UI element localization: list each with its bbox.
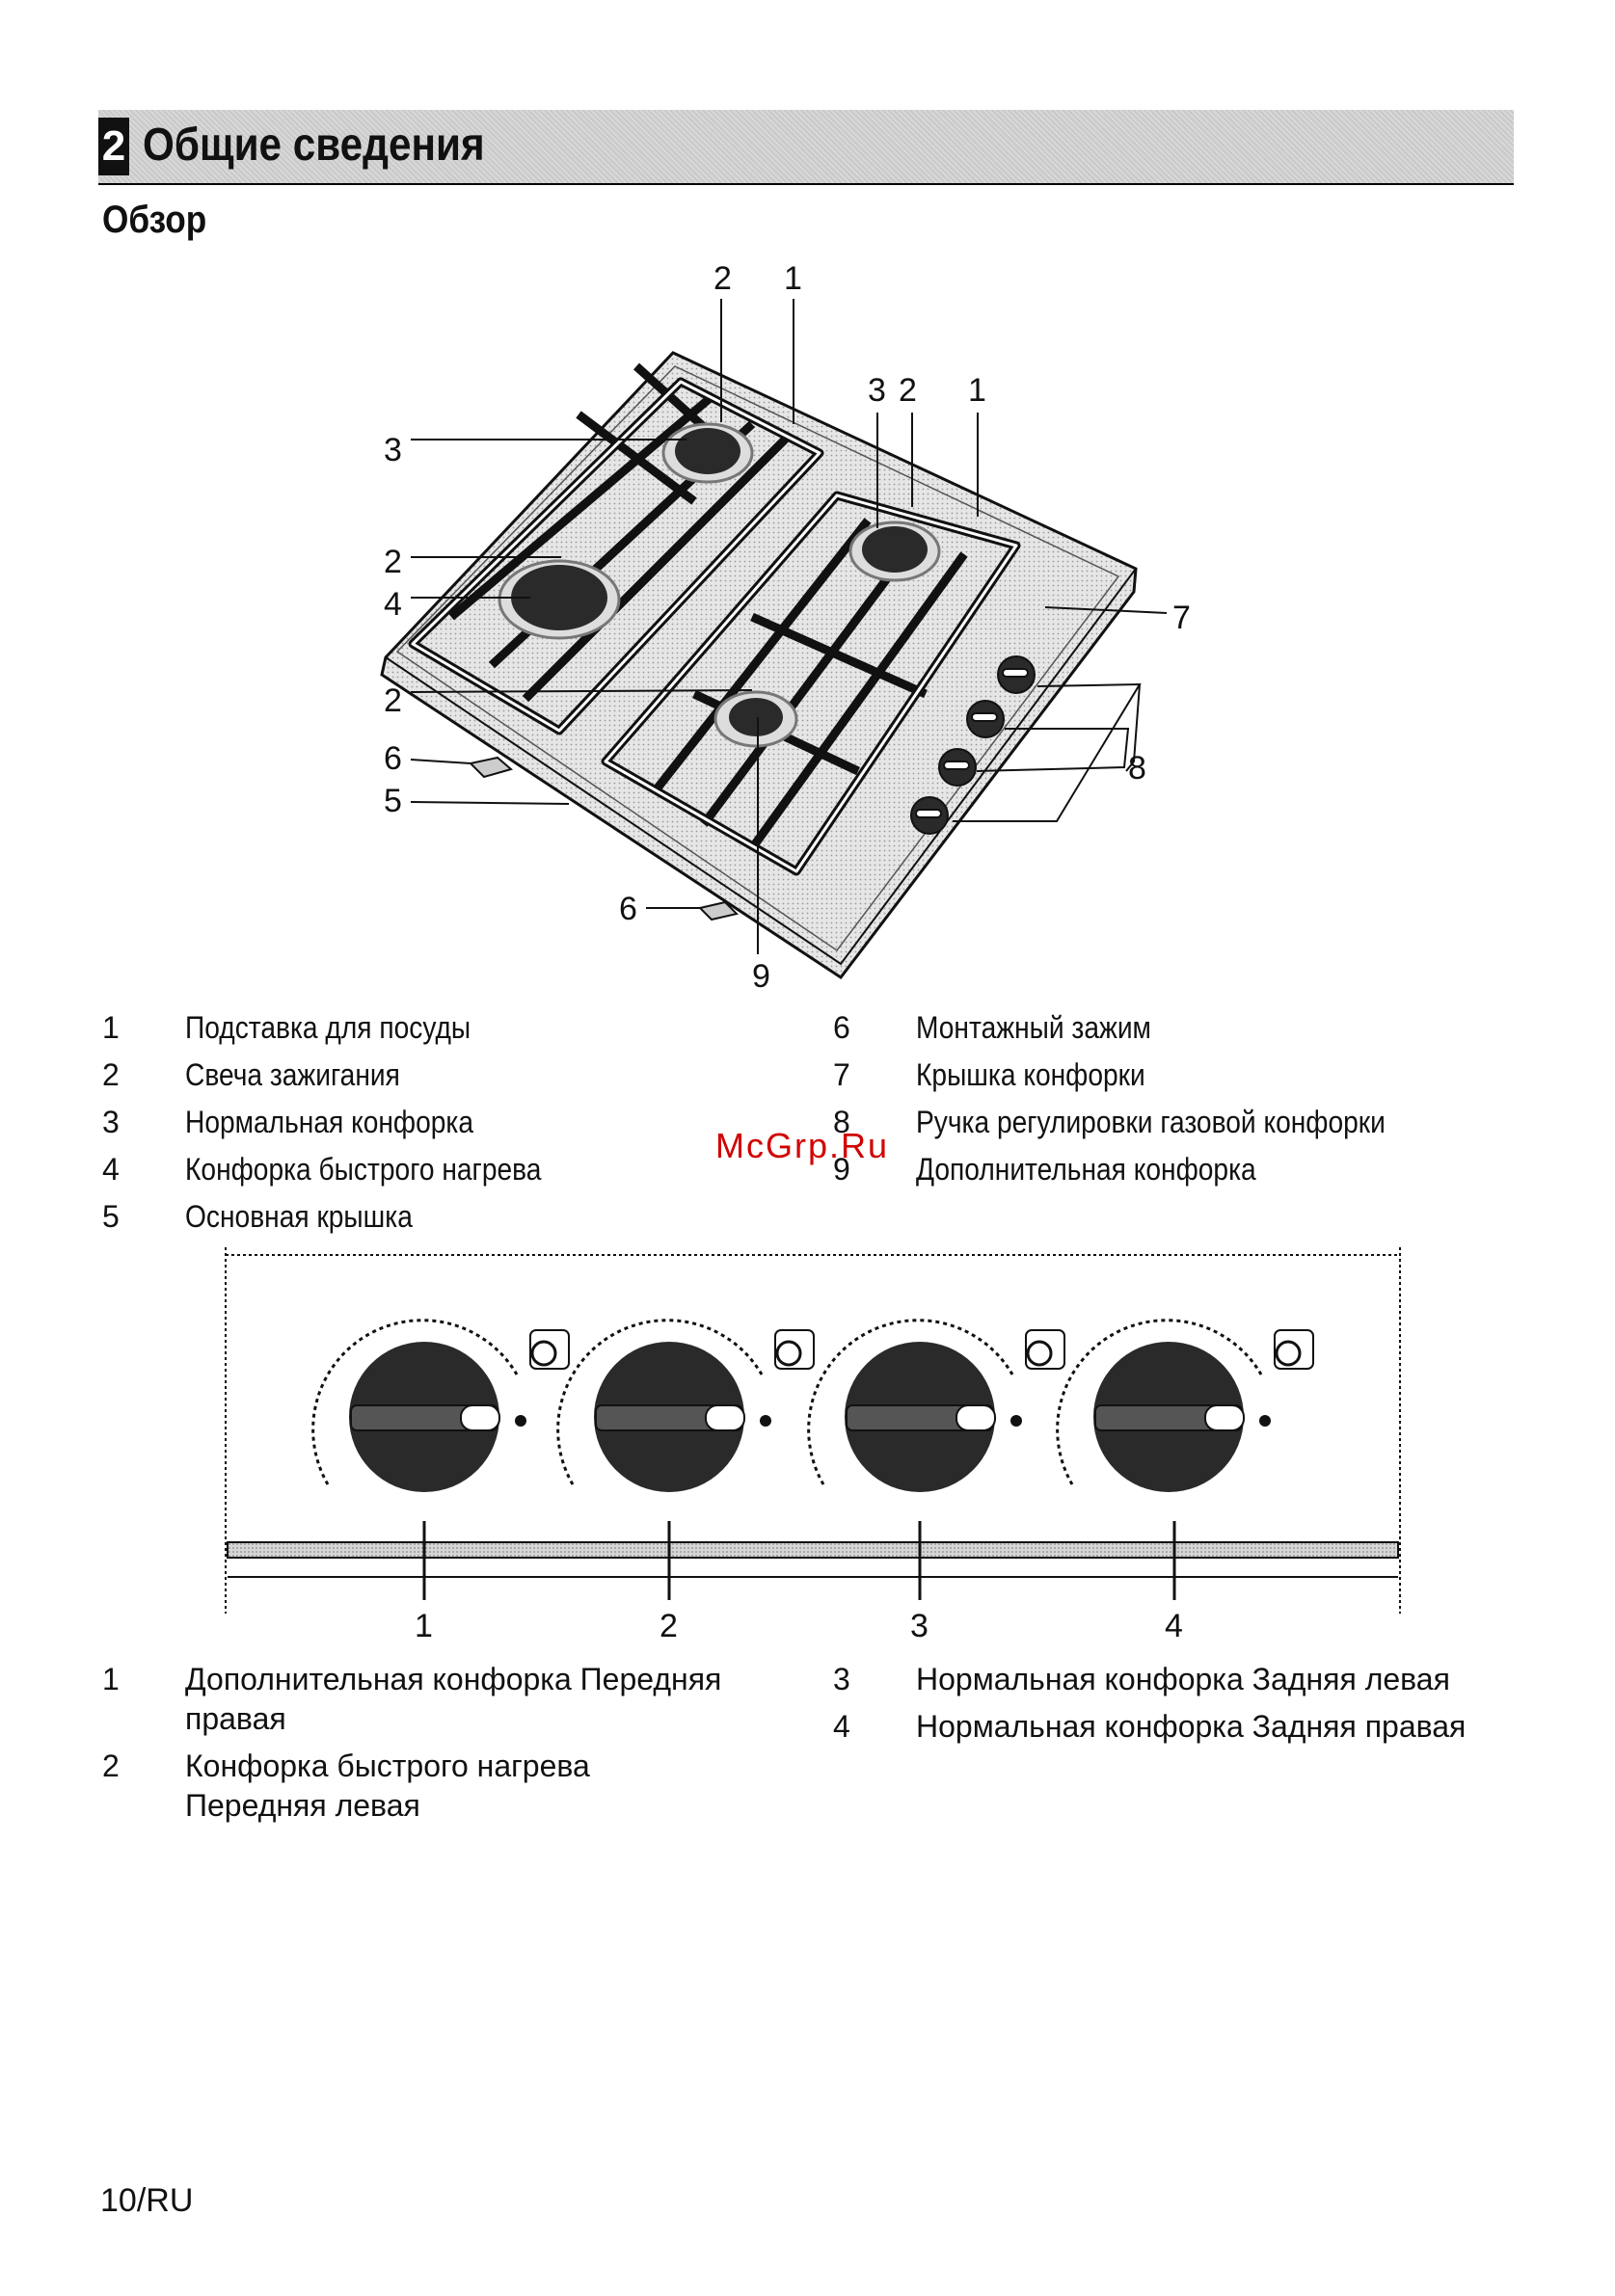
section-number: 2	[98, 118, 129, 175]
section-header-bar: 2 Общие сведения	[98, 110, 1514, 185]
callout-3-right: 3	[868, 372, 886, 409]
callout-1-right: 1	[968, 372, 986, 409]
callout-2-right: 2	[899, 372, 917, 409]
mounting-clamp-left	[468, 756, 514, 779]
callout-9: 9	[752, 958, 770, 995]
callout-3-left: 3	[384, 432, 402, 468]
knob-group-4	[1056, 1319, 1314, 1492]
callout-7: 7	[1172, 600, 1191, 636]
knob-group-3	[807, 1319, 1065, 1492]
callout-2-lower: 2	[384, 682, 402, 719]
page-number: 10/RU	[100, 2182, 194, 2219]
mounting-clamp-front	[698, 900, 739, 921]
watermark: McGrp.Ru	[715, 1126, 890, 1165]
auxiliary-burner	[729, 698, 783, 736]
callout-2-left: 2	[384, 544, 402, 580]
control-panel-figure: 1 2 3 4	[225, 1247, 1401, 1639]
rapid-burner	[511, 565, 607, 630]
knob-group-2	[556, 1319, 815, 1492]
knob-group-1	[311, 1319, 570, 1492]
callout-4: 4	[384, 586, 402, 623]
hob-overview-figure: 2 1 3 3 2 1 2 4 7 2 8 6 5 6 9	[380, 260, 1191, 995]
panel-callout-2: 2	[659, 1608, 678, 1639]
callout-6-front: 6	[619, 891, 637, 927]
callout-1-top: 1	[784, 260, 802, 297]
section-title: Общие сведения	[143, 120, 485, 171]
panel-callout-3: 3	[910, 1608, 929, 1639]
callout-8: 8	[1128, 750, 1146, 787]
callout-2-top: 2	[713, 260, 732, 297]
callout-5: 5	[384, 783, 402, 819]
subheading: Обзор	[102, 199, 207, 241]
panel-callout-1: 1	[415, 1608, 433, 1639]
normal-burner-rear-right	[862, 526, 928, 573]
normal-burner-rear-left	[675, 428, 740, 474]
panel-callout-4: 4	[1165, 1608, 1183, 1639]
callout-6-left: 6	[384, 740, 402, 777]
